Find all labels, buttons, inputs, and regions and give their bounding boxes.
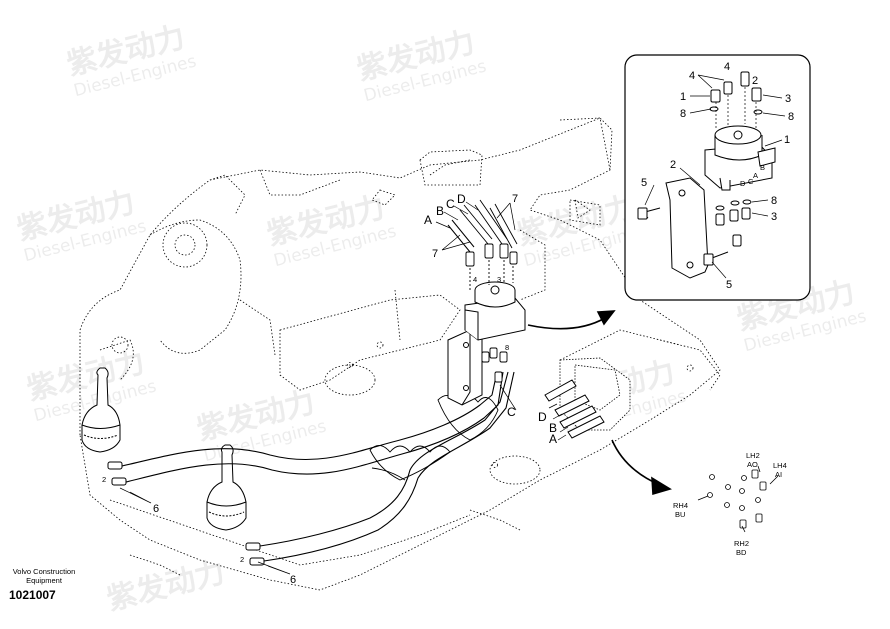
lh2-label-line1: LH2 [746, 451, 760, 460]
callout-2-left-joystick: 2 [102, 475, 106, 484]
lh2-label-line2: AO [747, 460, 758, 469]
arrow-to-port-detail [611, 439, 672, 496]
lh4-label-line2: AI [775, 470, 782, 479]
detail-callout-8-right: 8 [788, 111, 794, 123]
main-port-b-top: B [436, 204, 444, 218]
callout-6-right: 6 [290, 574, 296, 586]
detail-callout-5-left: 5 [641, 177, 647, 189]
rh4-label-line2: BU [675, 510, 685, 519]
main-port-c-lower: C [507, 405, 516, 419]
manufacturer-line2: Equipment [26, 575, 62, 585]
main-valve-bracket [447, 329, 483, 406]
main-changeover-valve [464, 281, 526, 341]
detail-callout-5-bottom: 5 [726, 279, 732, 291]
manufacturer-credit: Volvo Construction Equipment [9, 567, 79, 585]
main-callout-8-fitting: 8 [505, 343, 509, 352]
main-port-d-lower: D [538, 410, 547, 424]
callout-6-left: 6 [153, 503, 159, 515]
main-upper-fittings [447, 199, 518, 290]
callout-7-left: 7 [432, 248, 438, 260]
main-port-d-top: D [457, 192, 466, 206]
pilot-hose-bundle [121, 371, 515, 562]
main-control-valve-fittings [544, 379, 605, 439]
detail-callout-8-lower: 8 [771, 195, 777, 207]
watermark-cn-9: 紫发动力 [103, 555, 228, 618]
detail-inset: 4 4 1 8 2 3 8 1 2 5 8 3 5 B A C D [624, 54, 811, 301]
detail-port-c: C [748, 177, 754, 186]
machine-frame-outline [79, 117, 721, 591]
detail-callout-2-top: 2 [752, 75, 758, 87]
main-callout-3-fitting: 3 [497, 275, 501, 284]
detail-callout-3-lower: 3 [771, 211, 777, 223]
callout-7-top: 7 [512, 193, 518, 205]
main-leader-lines [119, 201, 569, 575]
detail-callout-3-top: 3 [785, 93, 791, 105]
detail-callout-1: 1 [784, 134, 790, 146]
callout-2-right-joystick: 2 [240, 555, 244, 564]
rh2-label-line2: BD [736, 548, 747, 557]
detail-callout-2: 2 [670, 159, 676, 171]
main-port-c-top: C [446, 197, 455, 211]
main-port-b-lower: B [549, 421, 557, 435]
manufacturer-line1: Volvo Construction [12, 567, 76, 576]
detail-callout-8-left: 8 [680, 108, 686, 120]
detail-callout-1-top: 1 [680, 91, 686, 103]
detail-callout-4b: 4 [724, 61, 730, 73]
detail-callout-4a: 4 [689, 70, 695, 82]
port-layout-detail [697, 465, 779, 533]
main-port-a-lower: A [549, 432, 557, 446]
rh2-label-line1: RH2 [734, 539, 749, 548]
detail-port-b: B [760, 163, 765, 172]
arrow-to-valve-detail [527, 310, 616, 330]
detail-port-d: D [740, 179, 746, 188]
rh4-label-line1: RH4 [673, 501, 688, 510]
main-lower-fittings [481, 347, 508, 383]
detail-port-a: A [753, 171, 758, 180]
hose-protective-coil-1 [369, 445, 451, 481]
main-port-a-top: A [424, 213, 432, 227]
drawing-number: 1021007 [9, 588, 56, 602]
main-callout-4-fitting: 4 [473, 275, 477, 284]
lh4-label-line1: LH4 [773, 461, 787, 470]
